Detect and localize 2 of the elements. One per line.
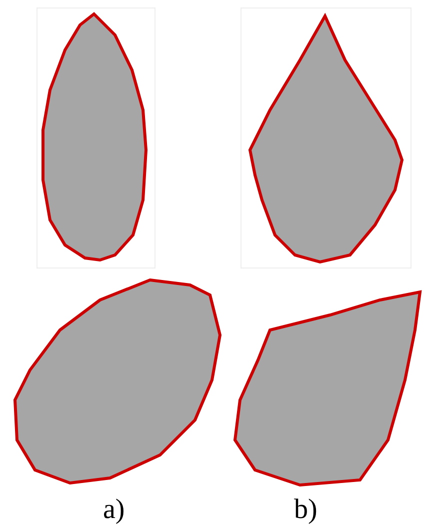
panel-label: a) (103, 494, 125, 526)
panel-label: b) (294, 494, 318, 526)
